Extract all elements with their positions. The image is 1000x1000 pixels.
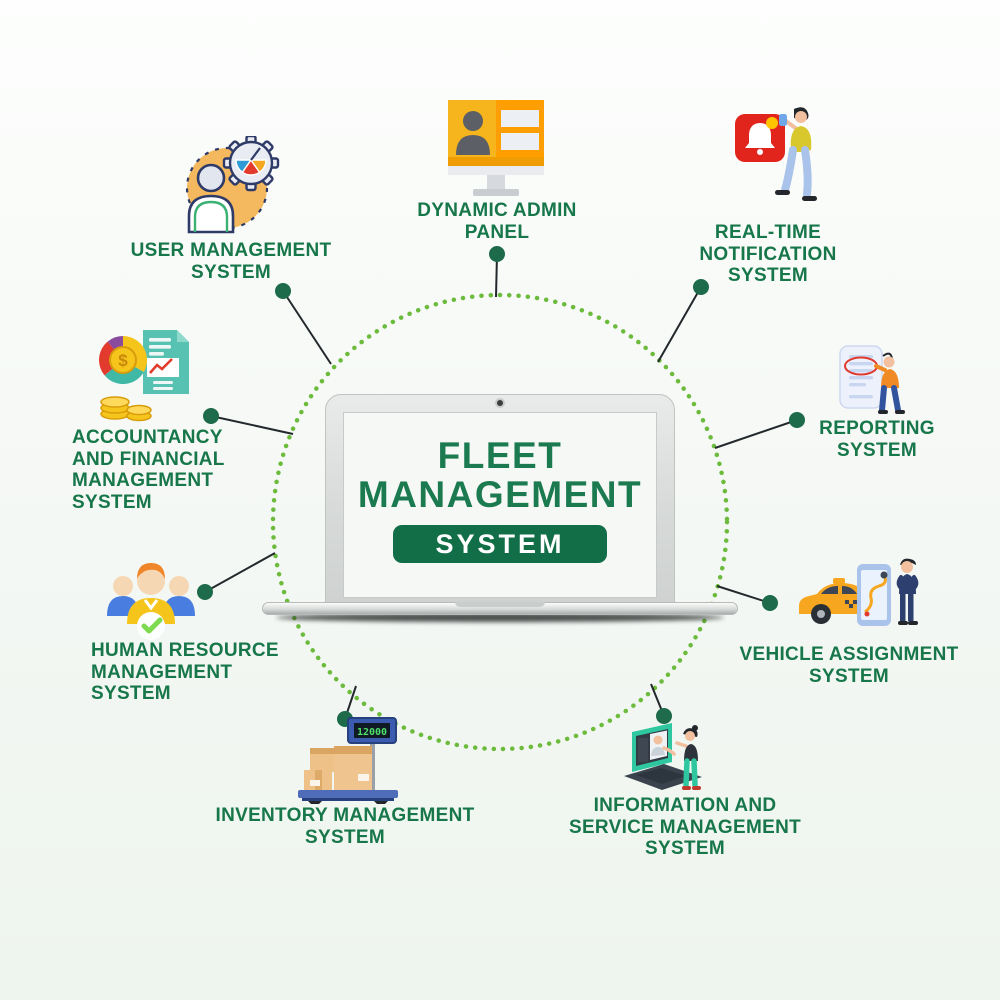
label-line: USER MANAGEMENT xyxy=(130,240,332,261)
finance-pie-coins-icon: $ xyxy=(99,330,189,422)
connector-line-user-management xyxy=(282,290,332,365)
module-label-human-resource: HUMAN RESOURCE MANAGEMENT SYSTEM xyxy=(91,640,279,705)
label-line: SYSTEM xyxy=(728,265,808,286)
module-label-vehicle-assignment: VEHICLE ASSIGNMENT SYSTEM xyxy=(740,644,959,687)
webcam-dot-icon xyxy=(497,400,503,406)
connector-line-accountancy xyxy=(210,415,294,435)
label-line: ACCOUNTANCY xyxy=(72,427,223,448)
connector-line-human-resource xyxy=(204,552,276,593)
label-line: SYSTEM xyxy=(645,838,725,859)
module-label-realtime-notification: REAL-TIME NOTIFICATION SYSTEM xyxy=(699,222,836,287)
label-line: SYSTEM xyxy=(191,261,271,283)
label-line: SYSTEM xyxy=(837,439,917,461)
warehouse-scale-icon: 12000 xyxy=(298,717,398,804)
laptop-shadow xyxy=(276,613,724,622)
dollar-sign-glyph: $ xyxy=(118,351,128,370)
module-label-dynamic-admin-panel: DYNAMIC ADMIN PANEL xyxy=(417,200,576,243)
team-check-icon xyxy=(107,563,195,640)
label-line: SYSTEM xyxy=(72,491,152,513)
taxi-map-icon xyxy=(799,558,919,626)
connector-line-realtime-notification xyxy=(657,286,702,363)
label-line: SYSTEM xyxy=(305,826,385,848)
module-label-inventory: INVENTORY MANAGEMENT SYSTEM xyxy=(215,805,474,848)
label-line: AND FINANCIAL xyxy=(72,448,225,470)
system-badge: SYSTEM xyxy=(393,525,607,563)
module-label-information-service: INFORMATION AND SERVICE MANAGEMENT SYSTE… xyxy=(569,795,801,860)
center-title: FLEET MANAGEMENT xyxy=(358,436,642,514)
label-line: DYNAMIC ADMIN xyxy=(417,200,577,221)
label-line: VEHICLE ASSIGNMENT xyxy=(739,644,959,665)
connector-dots xyxy=(197,246,805,727)
label-line: HUMAN RESOURCE xyxy=(91,640,279,661)
label-line: INVENTORY MANAGEMENT xyxy=(215,805,475,826)
laptop-display xyxy=(343,412,657,598)
dotted-circle xyxy=(270,292,730,752)
label-line: REAL-TIME xyxy=(714,222,822,243)
admin-panel-monitor-icon xyxy=(448,100,544,196)
label-line: SYSTEM xyxy=(809,665,889,687)
label-line: REPORTING xyxy=(819,418,935,439)
label-line: SYSTEM xyxy=(91,683,171,704)
label-line: PANEL xyxy=(464,221,530,243)
notification-bell-icon xyxy=(735,107,817,201)
label-line: SERVICE MANAGEMENT xyxy=(568,816,802,838)
connector-lines xyxy=(204,253,798,720)
scale-display-readout: 12000 xyxy=(357,727,387,738)
center-title-line2: MANAGEMENT xyxy=(357,474,643,515)
label-line: MANAGEMENT xyxy=(72,470,214,491)
connector-line-vehicle-assignment xyxy=(716,585,771,604)
center-title-line1: FLEET xyxy=(437,435,563,476)
label-line: INFORMATION AND xyxy=(593,795,777,816)
laptop-base-notch xyxy=(455,602,545,607)
report-scroll-icon xyxy=(839,345,905,414)
label-line: NOTIFICATION xyxy=(699,243,837,265)
service-laptop-icon xyxy=(624,723,702,790)
module-label-accountancy: ACCOUNTANCY AND FINANCIAL MANAGEMENT SYS… xyxy=(72,427,225,513)
module-label-user-management: USER MANAGEMENT SYSTEM xyxy=(131,240,332,283)
label-line: MANAGEMENT xyxy=(91,661,233,683)
connector-line-reporting xyxy=(714,419,798,449)
module-label-reporting: REPORTING SYSTEM xyxy=(819,418,935,461)
user-management-icon xyxy=(185,136,280,234)
